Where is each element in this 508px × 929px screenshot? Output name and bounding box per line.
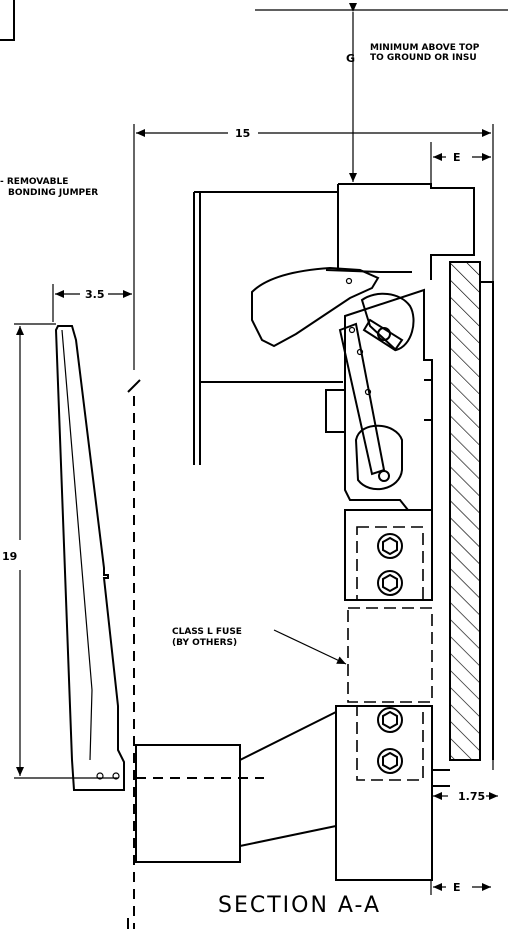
offset-3-5-label: 3.5 [85,288,105,301]
minimum-note-line2: TO GROUND OR INSU [370,53,477,63]
jumper-note-line1: - REMOVABLE [0,177,68,187]
mechanism-linkage [338,318,404,476]
fuse-note-line1: CLASS L FUSE [172,627,242,637]
width-15-label: 15 [235,127,250,140]
fuse-leader [273,629,347,665]
mechanism-cam [360,292,415,352]
jumper-hole-1 [96,772,104,780]
lower-lug-2-nut [382,751,398,771]
cable-connector [135,744,241,863]
centerline-break-top [127,379,141,393]
section-title: SECTION A-A [218,893,381,918]
upper-lug-1 [377,533,403,559]
e-bottom-label: E [453,881,461,894]
lower-lug-1-nut [382,710,398,730]
fuse-note-line2: (BY OTHERS) [172,638,237,648]
jumper-note-line2: BONDING JUMPER [8,188,98,198]
mechanism-lower-lobe [354,424,403,490]
g-label: G [346,52,355,65]
lower-terminal-block [335,705,433,881]
left-bracket [193,191,343,465]
jumper-hole-2 [112,772,120,780]
side-block [325,379,433,433]
upper-lug-outline [356,526,424,601]
disconnect-body-outline [337,183,475,280]
panel-step [432,769,450,787]
upper-terminal-block [344,509,433,601]
linkage-pin-3 [364,388,372,396]
lower-lug-outline [356,705,424,781]
lower-lug-2 [377,748,403,774]
e-top-label: E [453,151,461,164]
back-panel [449,261,481,761]
handle-arm [325,269,412,273]
minimum-note-line1: MINIMUM ABOVE TOP [370,43,480,53]
linkage-pin-2 [356,348,364,356]
handle-pivot [345,277,353,285]
back-panel-edge [480,281,494,760]
upper-lug-2 [377,570,403,596]
upper-lug-2-nut [382,573,398,593]
operating-handle [251,266,380,348]
lower-lug-1 [377,707,403,733]
bonding-jumper [54,325,125,791]
offset-1-75-label: 1.75 [458,790,485,803]
linkage-pin-1 [348,326,356,334]
upper-lug-1-nut [382,536,398,556]
bonding-jumper-inner [61,329,93,761]
height-19-label: 19 [2,550,17,563]
class-l-fuse [347,607,433,703]
corner-fragment [0,0,15,41]
mechanism-bolt-lower [378,470,390,482]
cable-taper [239,711,337,847]
